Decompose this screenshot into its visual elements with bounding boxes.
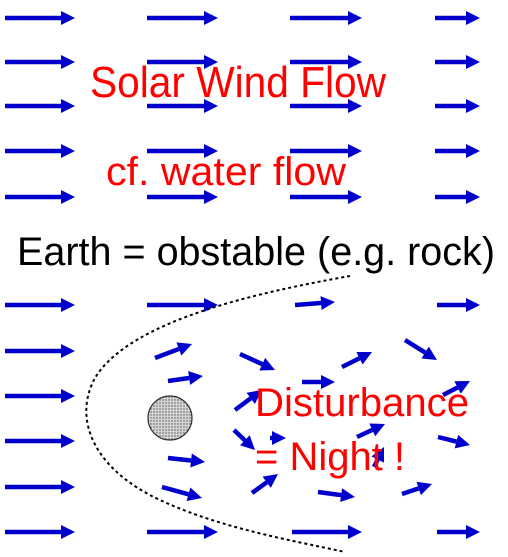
flow-arrow-31: [147, 525, 218, 539]
flow-arrow-14: [147, 144, 218, 158]
flow-arrow-40: [233, 390, 262, 412]
disturbance-text: Disturbance: [255, 381, 469, 425]
flow-arrow-43: [356, 423, 385, 440]
solar-wind-arrows: [5, 11, 480, 539]
flow-arrow-44: [437, 434, 470, 449]
flow-arrow-21: [5, 298, 75, 312]
flow-arrow-35: [239, 351, 275, 371]
flow-arrow-8: [435, 55, 480, 69]
flow-arrow-10: [147, 99, 218, 113]
flow-arrow-6: [147, 55, 218, 69]
flow-arrow-13: [5, 144, 75, 158]
flow-arrow-49: [371, 447, 384, 469]
flow-arrow-37: [340, 352, 372, 370]
flow-arrow-33: [154, 342, 192, 361]
flow-arrow-36: [302, 375, 335, 389]
flow-arrow-30: [437, 298, 480, 312]
flow-arrow-5: [5, 55, 75, 69]
flow-arrow-38: [403, 338, 437, 360]
night-text: = Night !: [255, 435, 405, 479]
flow-arrow-26: [5, 525, 75, 539]
flow-arrow-42: [167, 453, 205, 468]
flow-arrow-24: [5, 434, 75, 448]
flow-arrow-32: [294, 296, 335, 311]
flow-arrow-20: [435, 190, 480, 204]
flow-arrow-17: [5, 190, 75, 204]
flow-arrow-19: [290, 190, 362, 204]
flow-arrow-48: [401, 481, 432, 497]
flow-arrow-45: [161, 484, 202, 502]
flow-arrow-41: [232, 428, 255, 450]
flow-arrow-18: [147, 190, 218, 204]
flow-arrow-12: [435, 99, 480, 113]
flow-arrow-28: [292, 525, 362, 539]
flow-arrow-34: [167, 371, 203, 385]
flow-arrow-11: [290, 99, 362, 113]
flow-arrow-9: [5, 99, 75, 113]
flow-arrow-16: [435, 144, 480, 158]
flow-arrow-3: [290, 11, 362, 25]
flow-arrow-39: [441, 381, 470, 397]
flow-arrow-50: [270, 431, 286, 445]
title-text: Solar Wind Flow: [90, 58, 386, 107]
flow-arrow-46: [250, 474, 278, 495]
flow-arrow-29: [437, 525, 480, 539]
flow-arrow-47: [317, 488, 355, 503]
flow-arrow-2: [147, 11, 218, 25]
flow-arrow-15: [290, 144, 362, 158]
flow-arrow-23: [5, 389, 75, 403]
flow-arrow-7: [290, 55, 362, 69]
flow-arrow-1: [5, 11, 75, 25]
earth-icon: [147, 395, 193, 441]
earth-note-text: Earth = obstable (e.g. rock): [17, 230, 495, 274]
flow-arrow-22: [5, 344, 75, 358]
flow-arrow-25: [5, 480, 75, 494]
subtitle-text: cf. water flow: [106, 150, 346, 194]
flow-arrow-4: [435, 11, 480, 25]
